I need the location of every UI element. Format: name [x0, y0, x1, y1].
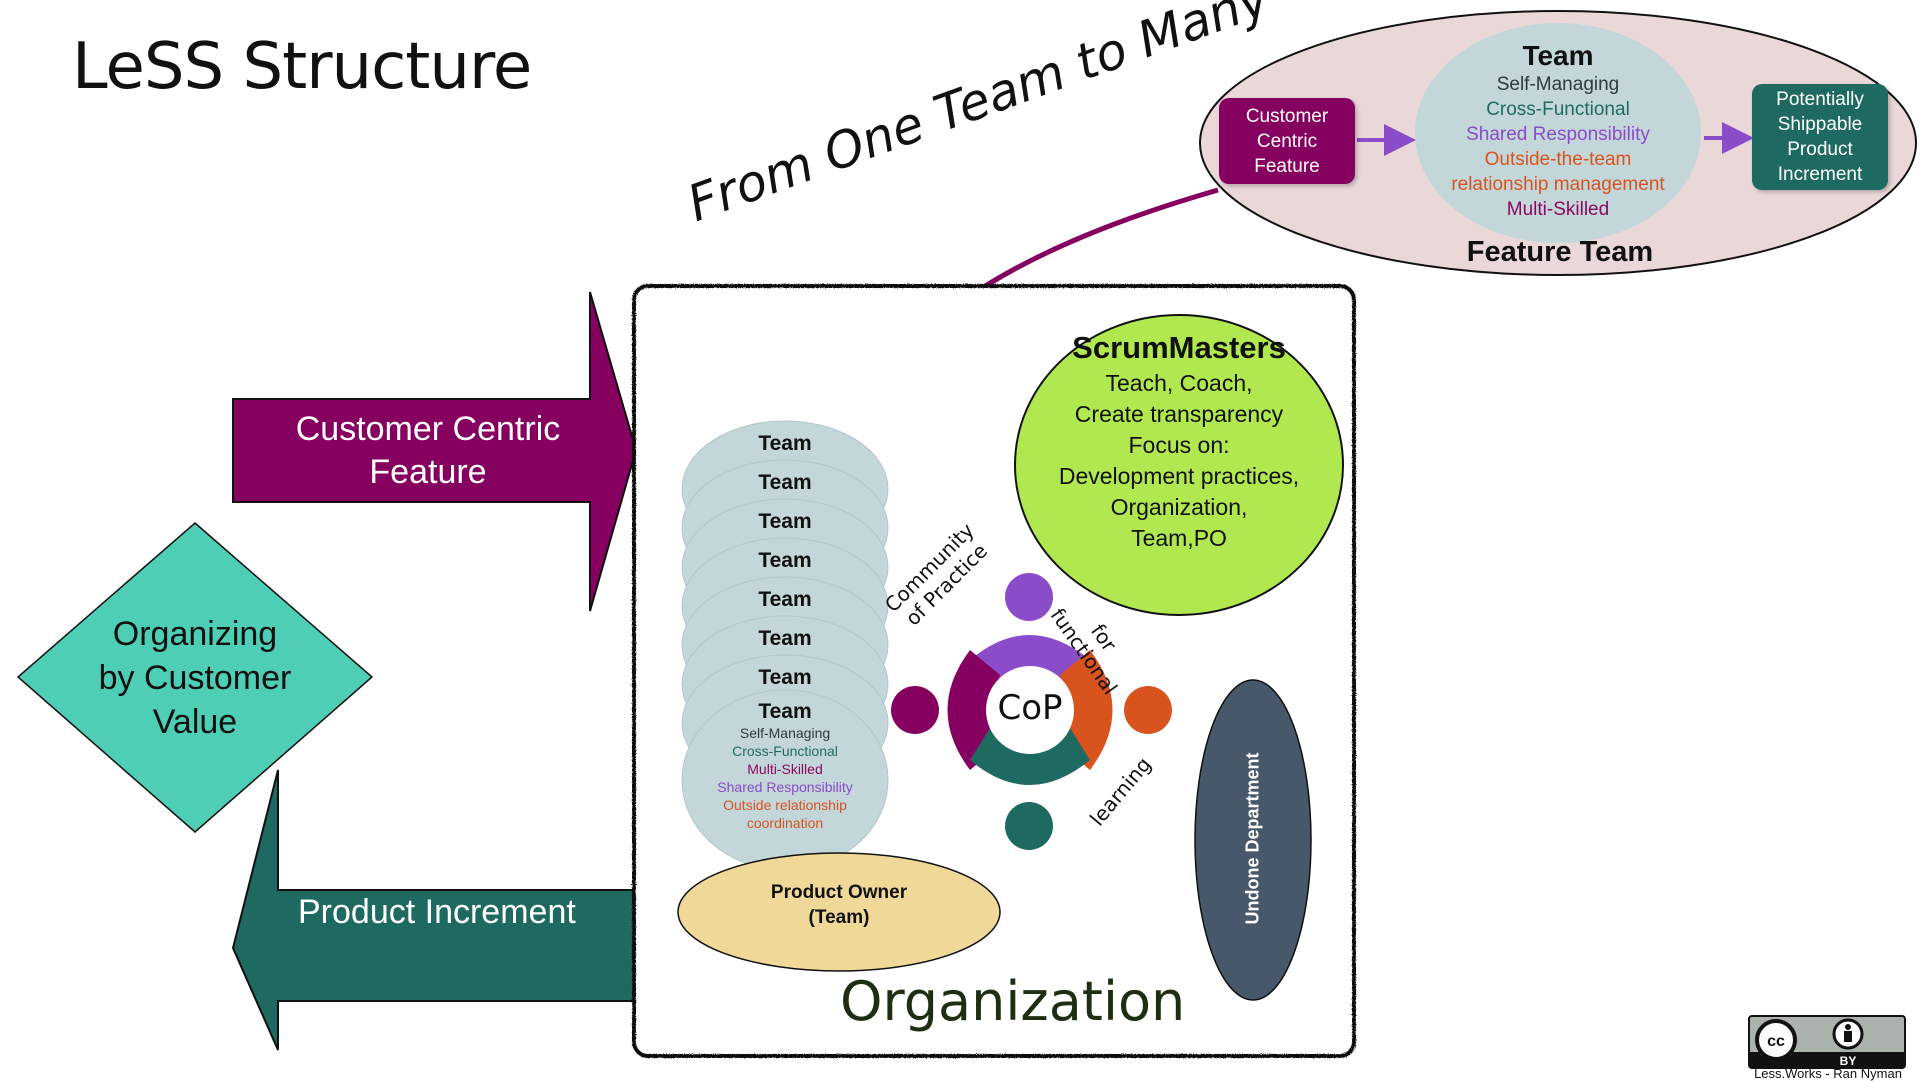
license-credit: Less.Works - Ran Nyman — [1754, 1066, 1902, 1081]
scrum-masters-line: Teach, Coach, — [1105, 370, 1253, 396]
product-owner-ellipse — [677, 852, 1001, 972]
stacked-team-title: Team — [758, 627, 812, 650]
undone-department-ellipse — [1194, 679, 1312, 1001]
ft-output-line: Potentially — [1776, 89, 1864, 110]
stacked-team-title: Team — [758, 666, 812, 689]
stacked-team-title: Team — [758, 549, 812, 572]
cop-figure — [891, 573, 1172, 850]
output-arrow-shape — [231, 769, 635, 1051]
cc-by-badge: cc BY — [1748, 1015, 1906, 1069]
stacked-team-title: Team — [758, 588, 812, 611]
stacked-team-title: Team — [758, 432, 812, 455]
feature-team-trait: relationship management — [1451, 174, 1665, 195]
ft-input-line: Centric — [1256, 130, 1318, 152]
by-label: BY — [1840, 1054, 1857, 1068]
ft-input-line: Customer — [1245, 105, 1329, 127]
feature-team-bubble — [1415, 23, 1701, 243]
ft-output-line: Shippable — [1777, 114, 1863, 135]
scrum-masters-line: Development practices, — [1058, 463, 1300, 489]
front-team-trait: Multi-Skilled — [747, 761, 823, 777]
diamond-line: by Customer — [98, 658, 292, 697]
stacked-teams — [681, 420, 889, 871]
undone-department-label: Undone Department — [1242, 752, 1263, 925]
ft-output-line: Increment — [1777, 164, 1863, 185]
ft-input-line: Feature — [1254, 155, 1320, 177]
slide-title: LeSS Structure — [72, 30, 532, 104]
front-team-trait: Self-Managing — [739, 725, 831, 741]
output-arrow-label: Potentially Shippable Product Increment — [298, 848, 638, 934]
scrum-masters-title: ScrumMasters — [1072, 330, 1286, 365]
feature-team-trait: Shared Responsibility — [1466, 124, 1650, 145]
cc-icon — [1755, 1019, 1797, 1061]
cc-icon-text: cc — [1767, 1033, 1785, 1050]
feature-team-trait: Cross-Functional — [1486, 99, 1630, 120]
cop-head-top — [1005, 573, 1053, 621]
front-team-trait: coordination — [746, 815, 824, 831]
feature-team-trait: Outside-the-team — [1484, 149, 1632, 170]
input-arrow-line: Customer Centric — [295, 409, 561, 448]
scrum-masters-text: ScrumMasters Teach, Coach, Create transpa… — [1015, 328, 1343, 554]
feature-team-output-box: Potentially Shippable Product Increment — [1752, 84, 1888, 190]
front-team-trait: Outside relationship — [723, 797, 847, 813]
input-arrow-shape — [232, 291, 638, 612]
organization-label: Organization — [840, 970, 1186, 1033]
stacked-team-title: Team — [758, 510, 812, 533]
ft-output-line: Product — [1787, 139, 1853, 160]
scrum-masters-line: Team,PO — [1131, 525, 1227, 551]
feature-team-trait: Self-Managing — [1496, 74, 1620, 95]
product-owner-text: Product Owner (Team) — [678, 880, 1000, 930]
cop-head-right — [1124, 686, 1172, 734]
front-team-trait: Cross-Functional — [732, 743, 838, 759]
diamond-line: Value — [152, 702, 238, 741]
cop-center-label: CoP — [997, 688, 1063, 728]
cop-head-bottom — [1005, 802, 1053, 850]
feature-team-trait: Multi-Skilled — [1506, 199, 1610, 220]
feature-team-input-box: Customer Centric Feature — [1219, 98, 1355, 184]
stacked-team-title: Team — [758, 471, 812, 494]
cop-center — [986, 666, 1074, 754]
scrum-masters-circle — [1014, 314, 1344, 616]
front-team-trait: Shared Responsibility — [717, 779, 853, 795]
output-arrow-line: Potentially Shippable — [298, 850, 616, 888]
scrum-masters-line: Create transparency — [1074, 401, 1284, 427]
input-arrow-label: Customer Centric Feature — [233, 399, 623, 502]
product-owner-line: Product Owner — [770, 882, 908, 903]
feature-team-bubble-title: Team — [1522, 40, 1594, 71]
diamond-line: Organizing — [112, 614, 278, 653]
organizing-diamond-shape — [16, 522, 374, 833]
product-owner-line: (Team) — [808, 907, 870, 928]
output-arrow-line: Product Increment — [298, 893, 576, 931]
organizing-diamond-label: Organizing by Customer Value — [60, 590, 330, 765]
scrum-masters-line: Focus on: — [1128, 432, 1230, 458]
input-arrow-line: Feature — [369, 452, 487, 491]
front-team-title: Team — [758, 700, 812, 723]
scrum-masters-line: Organization, — [1110, 494, 1248, 520]
feature-team-label: Feature Team — [1466, 236, 1654, 268]
cop-head-left — [891, 686, 939, 734]
